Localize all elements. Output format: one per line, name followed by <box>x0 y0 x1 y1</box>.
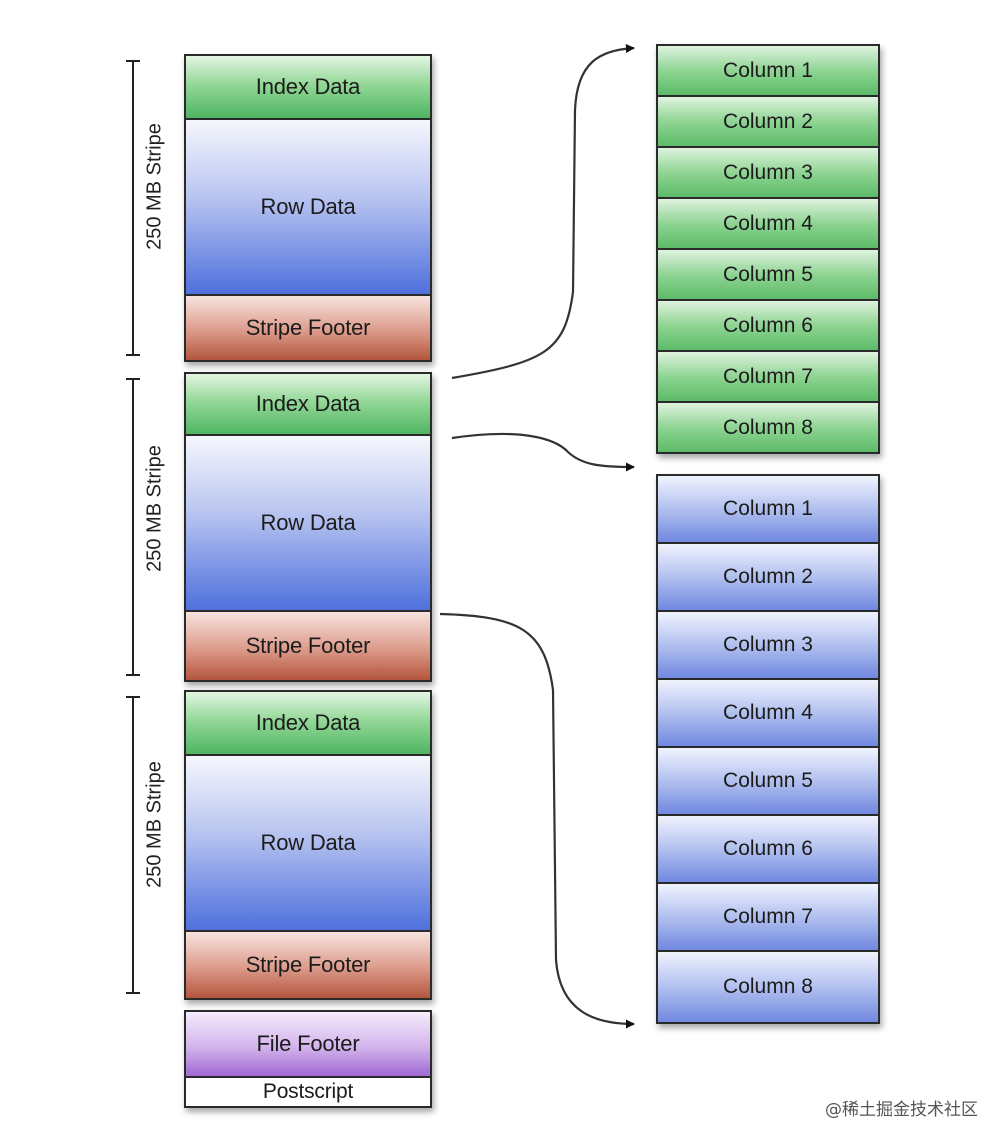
row-column-cell: Column 8 <box>658 952 878 1022</box>
index-data-block: Index Data <box>186 692 430 756</box>
stripe-label-3: 250 MB Stripe <box>143 761 166 888</box>
row-column-cell: Column 2 <box>658 544 878 612</box>
index-column-cell: Column 4 <box>658 199 878 250</box>
stripe-1: Index Data Row Data Stripe Footer <box>184 54 432 362</box>
stripe-bracket-1 <box>126 60 140 356</box>
stripe-2: Index Data Row Data Stripe Footer <box>184 372 432 682</box>
stripe-label-2: 250 MB Stripe <box>143 445 166 572</box>
watermark: @稀土掘金技术社区 <box>825 1100 978 1120</box>
index-column-cell: Column 5 <box>658 250 878 301</box>
row-column-cell: Column 1 <box>658 476 878 544</box>
row-column-cell: Column 5 <box>658 748 878 816</box>
index-data-block: Index Data <box>186 56 430 120</box>
index-column-cell: Column 3 <box>658 148 878 199</box>
row-column-cell: Column 3 <box>658 612 878 680</box>
stripe-footer-block: Stripe Footer <box>186 612 430 680</box>
stripe-bracket-2 <box>126 378 140 676</box>
postscript-block: Postscript <box>186 1078 430 1106</box>
row-column-cell: Column 4 <box>658 680 878 748</box>
arrow-row-to-row-columns <box>451 432 635 472</box>
row-column-cell: Column 7 <box>658 884 878 952</box>
arrow-footer-to-row-columns <box>439 612 635 1029</box>
arrow-index-to-index-columns <box>451 43 635 380</box>
row-data-block: Row Data <box>186 120 430 296</box>
row-columns-stack: Column 1 Column 2 Column 3 Column 4 Colu… <box>656 474 880 1024</box>
index-column-cell: Column 7 <box>658 352 878 403</box>
index-column-cell: Column 2 <box>658 97 878 148</box>
stripe-footer-block: Stripe Footer <box>186 932 430 998</box>
index-column-cell: Column 8 <box>658 403 878 452</box>
index-columns-stack: Column 1 Column 2 Column 3 Column 4 Colu… <box>656 44 880 454</box>
file-footer-block: File Footer <box>186 1012 430 1078</box>
index-column-cell: Column 6 <box>658 301 878 352</box>
stripe-bracket-3 <box>126 696 140 994</box>
stripe-3: Index Data Row Data Stripe Footer <box>184 690 432 1000</box>
row-data-block: Row Data <box>186 436 430 612</box>
stripe-footer-block: Stripe Footer <box>186 296 430 360</box>
index-data-block: Index Data <box>186 374 430 436</box>
file-footer-box: File Footer Postscript <box>184 1010 432 1108</box>
stripe-label-1: 250 MB Stripe <box>143 123 166 250</box>
row-column-cell: Column 6 <box>658 816 878 884</box>
row-data-block: Row Data <box>186 756 430 932</box>
index-column-cell: Column 1 <box>658 46 878 97</box>
